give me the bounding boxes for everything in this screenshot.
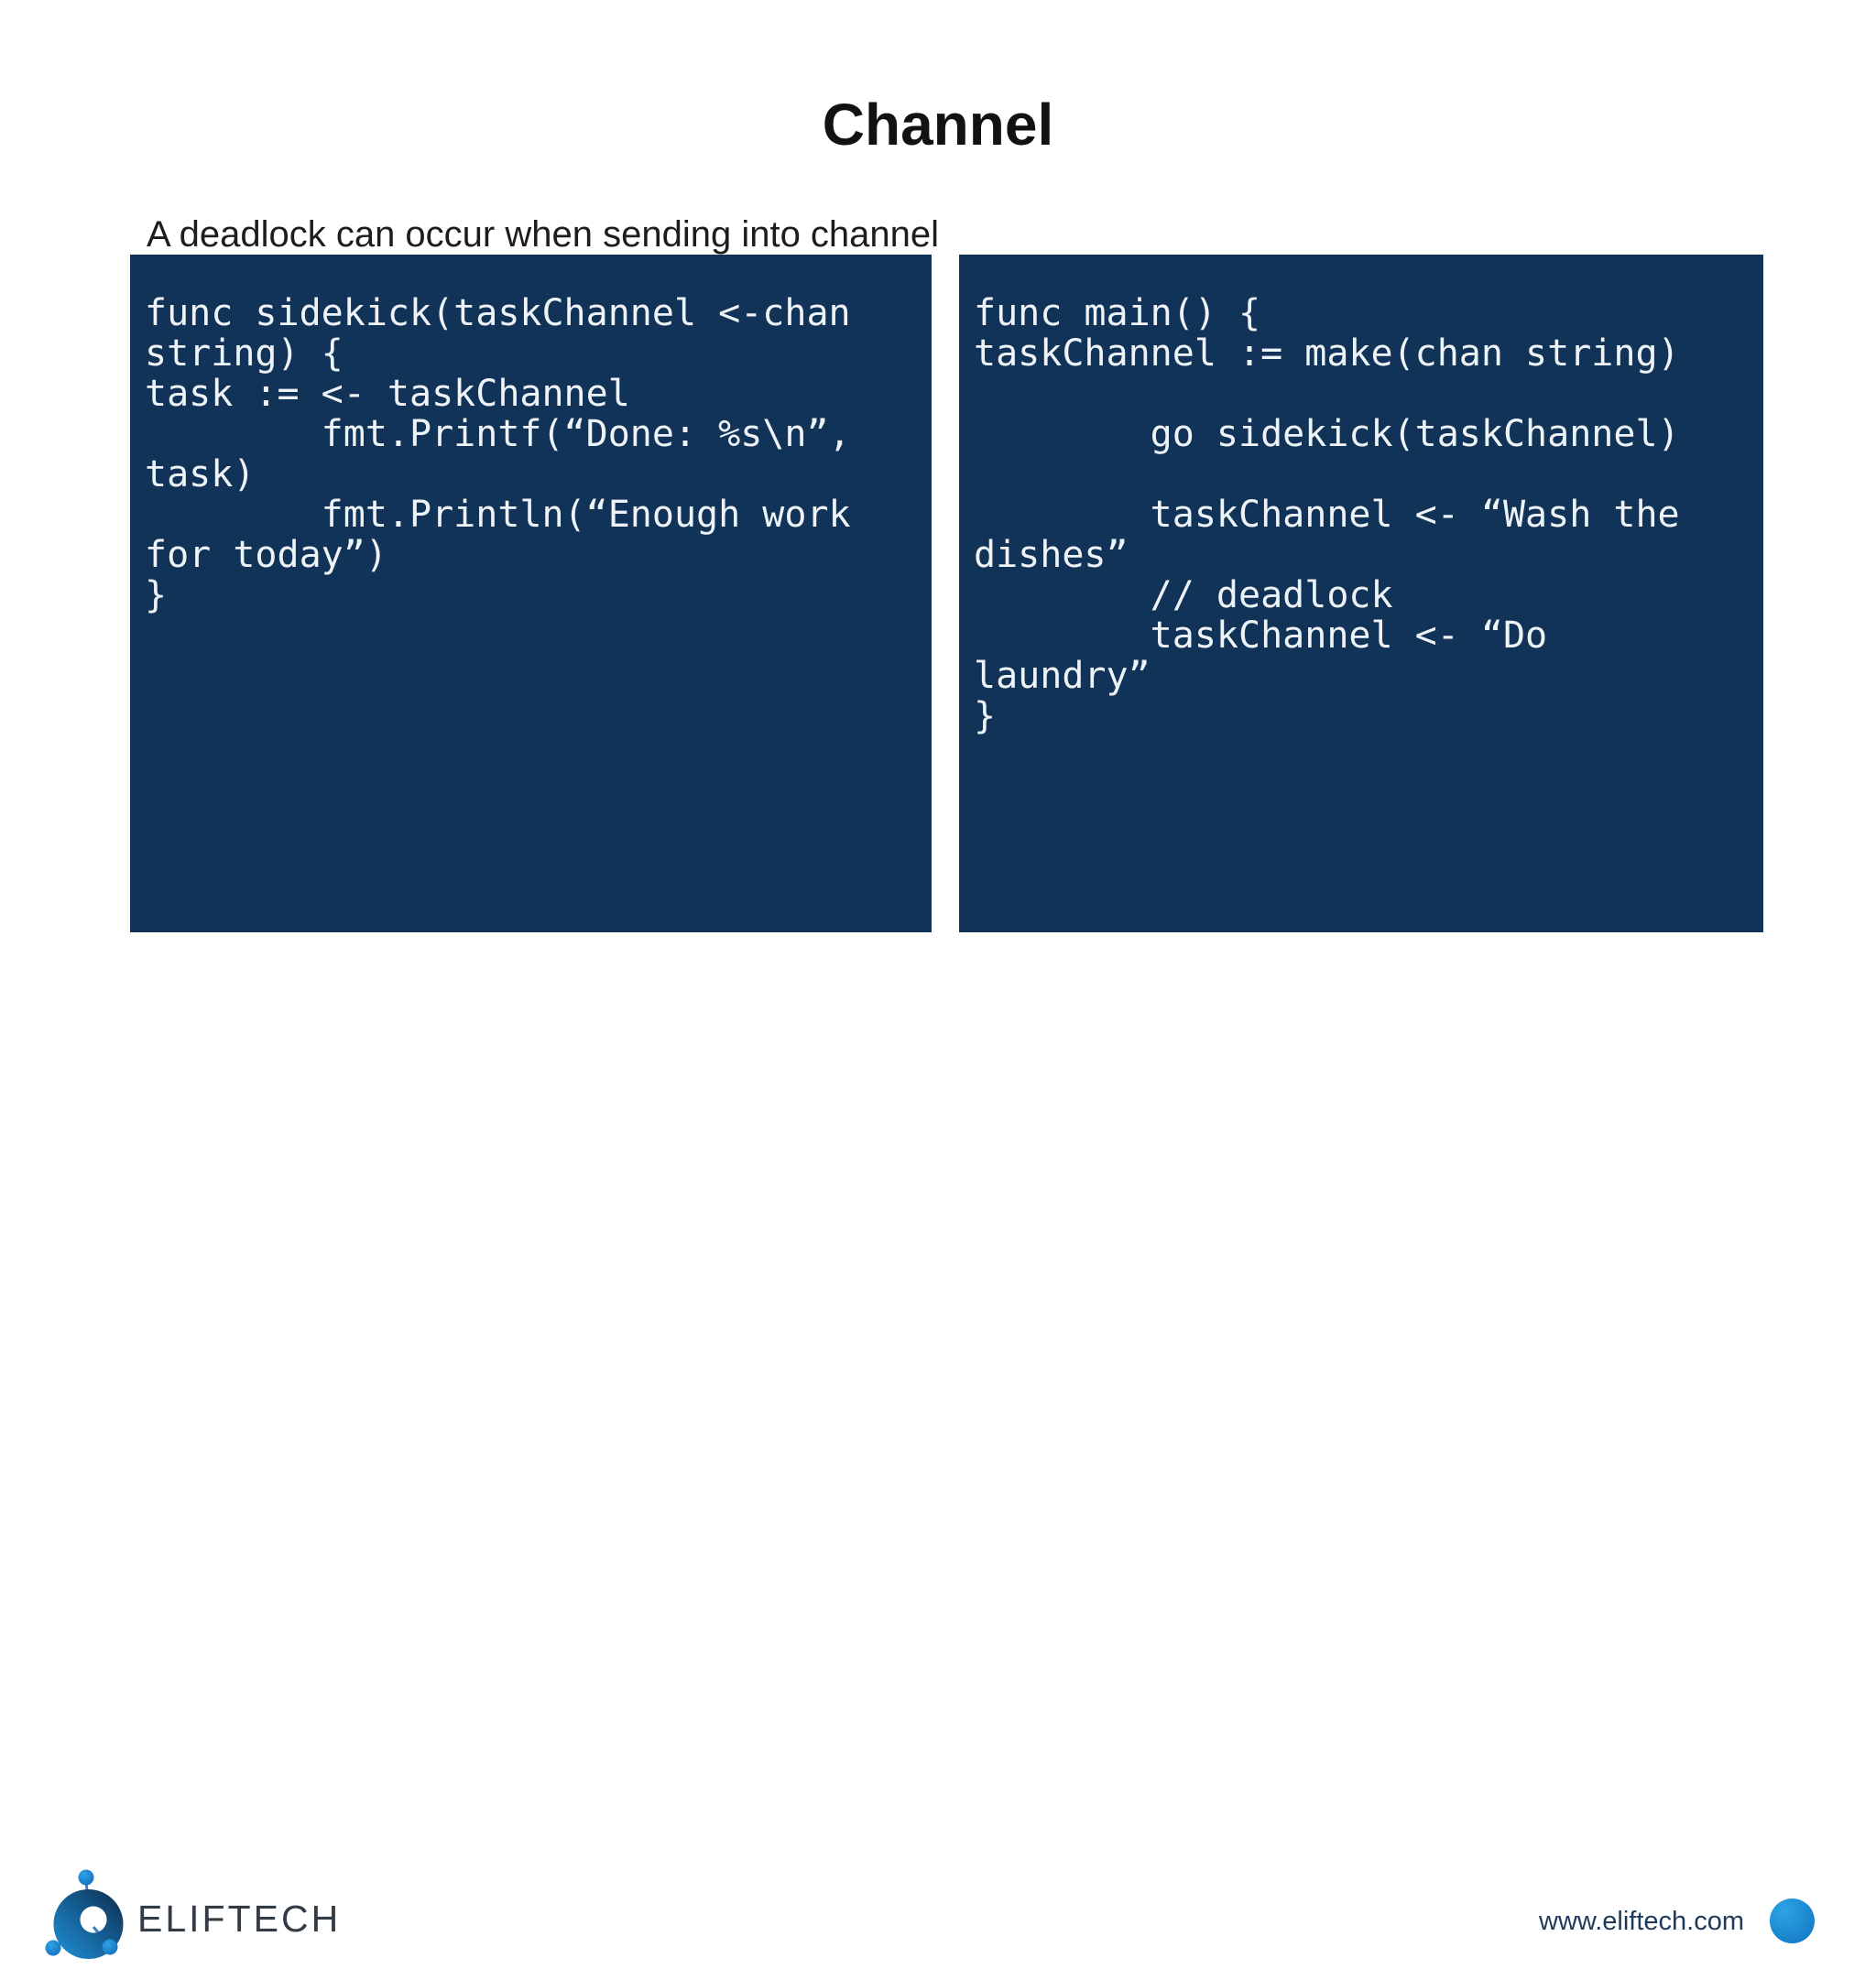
code-line: task) — [145, 453, 256, 495]
code-line: } — [974, 695, 997, 737]
code-line: } — [145, 574, 168, 616]
code-line: go sidekick(taskChannel) — [974, 413, 1680, 455]
code-line: taskChannel <- “Do — [974, 615, 1548, 657]
code-line: task := <- taskChannel — [145, 373, 630, 415]
code-line — [974, 374, 1749, 414]
code-line: string) { — [145, 332, 344, 375]
slide-subtitle: A deadlock can occur when sending into c… — [147, 214, 940, 255]
slide-footer: ELIFTECH www.eliftech.com — [0, 925, 1876, 1959]
code-block-main: func main() { taskChannel := make(chan s… — [959, 255, 1763, 932]
code-line: for today”) — [145, 534, 387, 576]
code-line: taskChannel := make(chan string) — [974, 332, 1680, 375]
eliftech-wordmark: ELIFTECH — [137, 1898, 342, 1940]
slide-title: Channel — [822, 91, 1054, 158]
accent-dot-icon — [1770, 1898, 1815, 1943]
code-line: taskChannel <- “Wash the — [974, 494, 1680, 536]
code-block-sidekick: func sidekick(taskChannel <-chan string)… — [130, 255, 932, 932]
code-line: fmt.Printf(“Done: %s\n”, — [145, 413, 851, 455]
code-line — [974, 454, 1749, 495]
code-line: func sidekick(taskChannel <-chan — [145, 292, 851, 334]
code-line: dishes” — [974, 534, 1129, 576]
code-line: func main() { — [974, 292, 1261, 334]
code-line: laundry” — [974, 655, 1151, 697]
slide-canvas: Channel A deadlock can occur when sendin… — [0, 91, 1876, 1959]
website-link[interactable]: www.eliftech.com — [1539, 1907, 1745, 1936]
code-line: fmt.Println(“Enough work — [145, 494, 851, 536]
code-line: // deadlock — [974, 574, 1393, 616]
